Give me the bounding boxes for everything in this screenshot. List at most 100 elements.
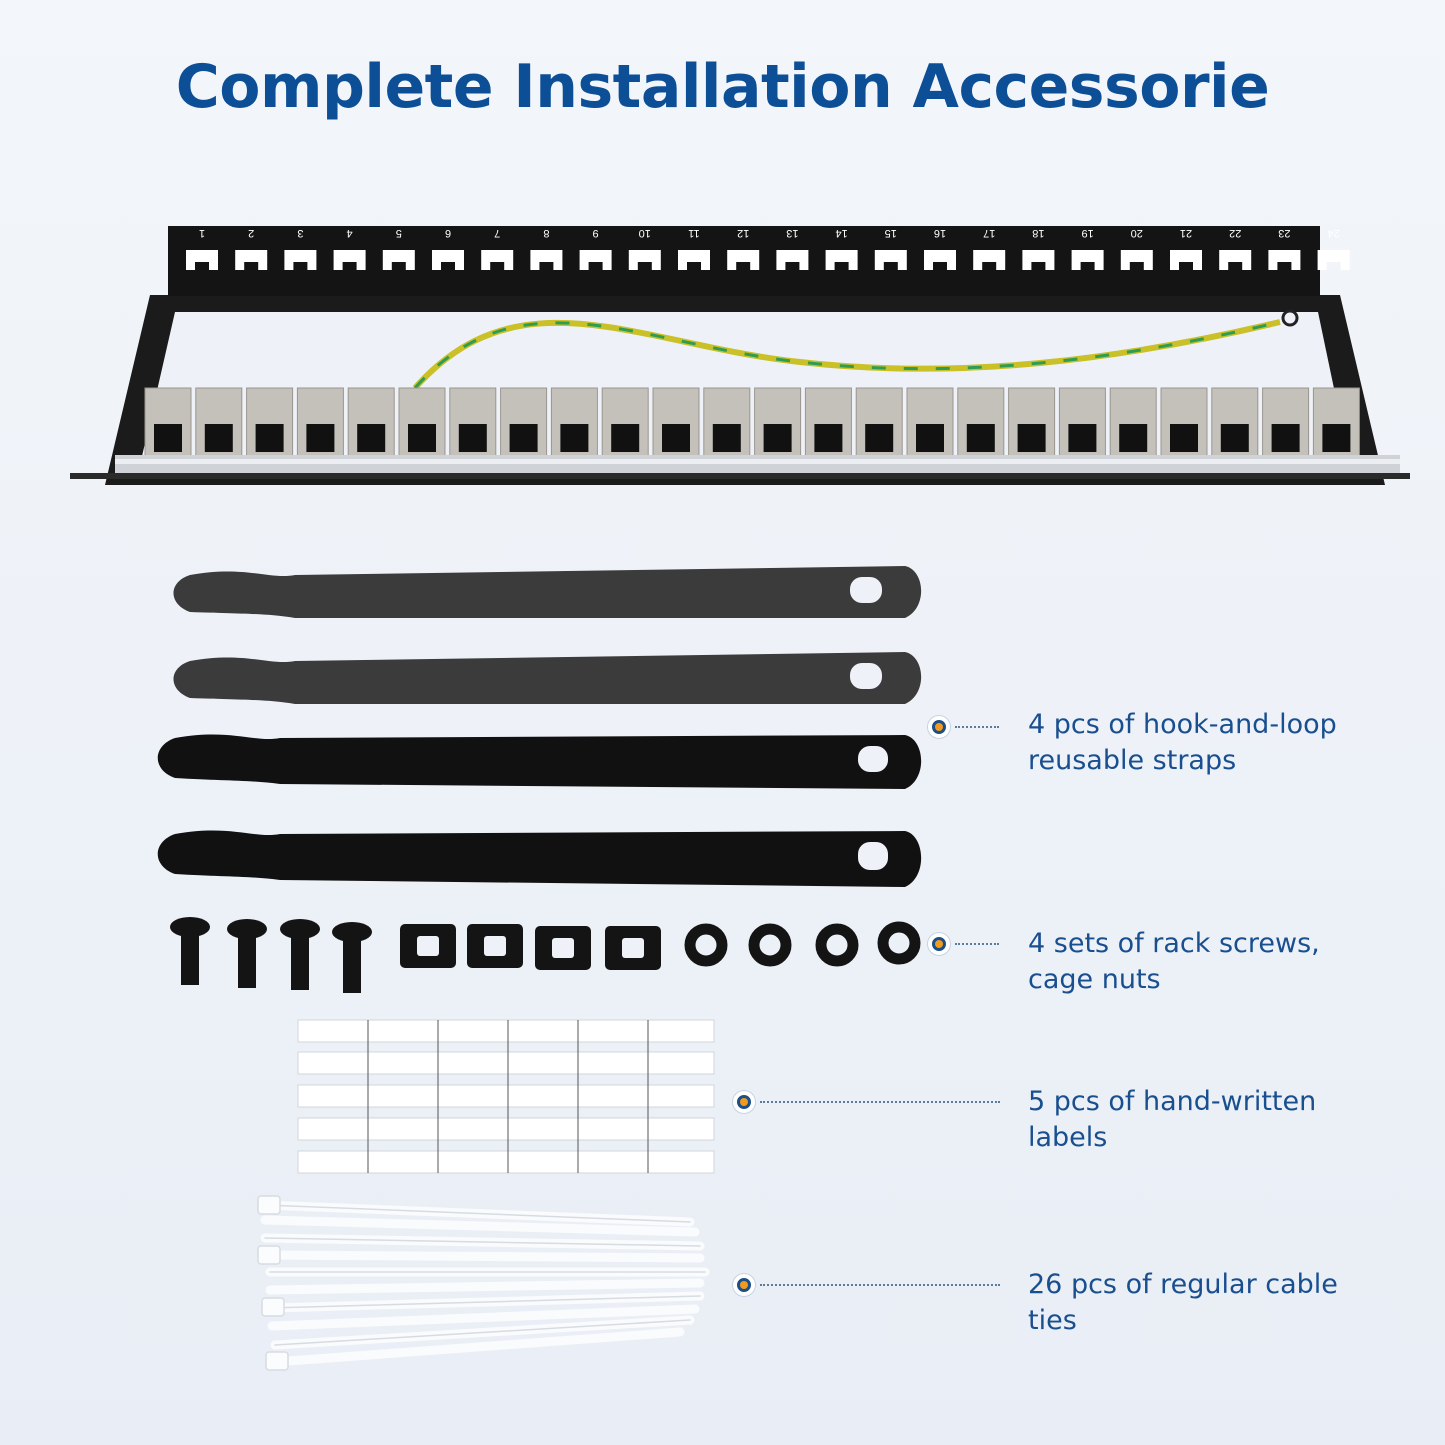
keystone-port [1017,424,1046,452]
port-number: 4 [347,227,353,239]
port-cutouts [186,250,1350,270]
port-cutout [284,250,317,270]
keystone-port [204,424,233,452]
keystone-port [306,424,335,452]
port-number: 20 [1131,227,1143,239]
callout-screws: 4 sets of rack screws, cage nuts [1028,926,1428,998]
leader-line-labels [760,1101,1000,1103]
keystone-jack [703,387,751,457]
keystone-port [458,424,487,452]
port-number: 18 [1032,227,1044,239]
port-number: 8 [543,227,549,239]
port-number: 17 [983,227,995,239]
port-cutout [825,250,858,270]
keystone-port [1170,424,1198,452]
port-number: 19 [1081,227,1093,239]
port-number: 24 [1327,227,1339,239]
port-cutout [1317,250,1350,270]
port-cutout [1022,250,1055,270]
hand-written-labels [297,1019,715,1174]
leader-line-screws [955,943,999,945]
port-number: 22 [1229,227,1241,239]
keystone-port [763,424,792,452]
keystone-port [154,424,182,452]
callout-dot-screws [928,933,950,955]
leader-line-straps [955,726,999,728]
port-number: 6 [445,227,451,239]
port-number: 16 [934,227,946,239]
port-cutout [776,250,809,270]
port-cutout [382,250,415,270]
callout-straps-line2: reusable straps [1028,745,1237,776]
keystone-port [865,424,894,452]
port-number: 9 [593,227,599,239]
keystone-port [712,424,741,452]
port-cutout [579,250,612,270]
callout-screws-line2: cage nuts [1028,964,1161,995]
callout-screws-line1: 4 sets of rack screws, [1028,928,1320,959]
keystone-port [966,424,995,452]
keystone-port [408,424,436,452]
port-cutout [924,250,956,270]
port-number: 5 [396,227,402,239]
callout-straps: 4 pcs of hook-and-loop reusable straps [1028,707,1428,779]
keystone-port [1220,424,1249,452]
keystone-port [1119,424,1148,452]
port-cutout [874,250,907,270]
port-cutout [333,250,366,270]
keystone-port [560,424,589,452]
keystone-port [509,424,538,452]
port-number: 7 [494,227,500,239]
cable-ties [257,1195,710,1371]
port-cutout [186,250,218,270]
port-number: 21 [1180,227,1192,239]
port-number: 14 [835,227,847,239]
port-cutout [678,250,710,270]
callout-straps-line1: 4 pcs of hook-and-loop [1028,709,1337,740]
keystone-port [662,424,690,452]
callout-labels: 5 pcs of hand-written labels [1028,1084,1428,1156]
callout-cable-ties-line1: 26 pcs of regular cable [1028,1269,1338,1300]
port-cutout [973,250,1006,270]
keystone-port [814,424,843,452]
callout-cable-ties: 26 pcs of regular cable ties [1028,1267,1428,1339]
port-cutout [628,250,661,270]
callout-labels-line2: labels [1028,1122,1108,1153]
callout-labels-line1: 5 pcs of hand-written [1028,1086,1317,1117]
port-cutout [235,250,268,270]
keystone-jack [601,387,649,457]
callout-dot-cable-ties [733,1274,755,1296]
keystone-jacks [144,387,1360,457]
port-cutout [1071,250,1104,270]
keystone-port [1271,424,1300,452]
port-number: 10 [639,227,651,239]
keystone-port [1068,424,1097,452]
keystone-jack [957,387,1005,457]
port-number: 11 [688,227,699,239]
port-cutout [1120,250,1153,270]
keystone-port [255,424,284,452]
port-number: 23 [1278,227,1290,239]
port-cutout [481,250,514,270]
callout-dot-labels [733,1091,755,1113]
keystone-port [916,424,944,452]
port-cutout [1219,250,1252,270]
port-number: 12 [737,227,749,239]
callout-dot-straps [928,716,950,738]
keystone-port [357,424,386,452]
page-title: Complete Installation Accessorie [175,52,1270,122]
keystone-port [611,424,640,452]
port-cutout [1170,250,1202,270]
port-number: 2 [248,227,254,239]
port-number: 13 [786,227,798,239]
port-cutout [1268,250,1301,270]
port-cutout [530,250,563,270]
port-number: 1 [199,227,205,239]
port-number: 3 [297,227,303,239]
port-cutout [727,250,760,270]
callout-cable-ties-line2: ties [1028,1305,1077,1336]
leader-line-cable-ties [760,1284,1000,1286]
